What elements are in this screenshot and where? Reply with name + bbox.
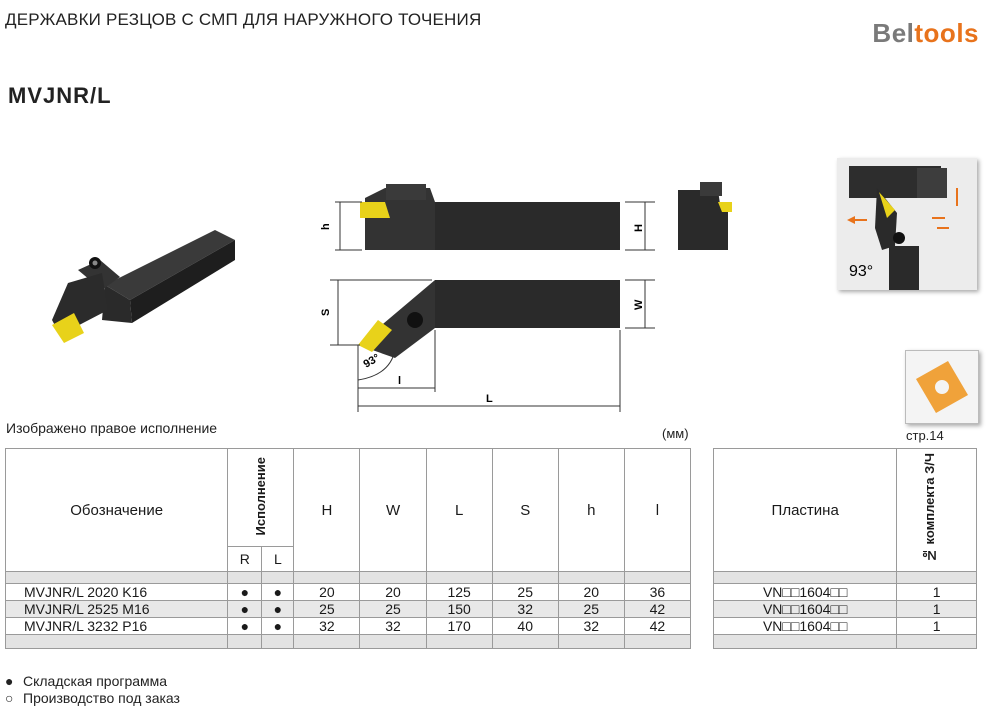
table-row: MVJNR/L 2525 M16 ● ● 25 25 150 32 25 42 [4, 600, 692, 618]
dim-label-h: h [320, 223, 332, 230]
end-view-drawing [678, 182, 732, 250]
page-title: ДЕРЖАВКИ РЕЗЦОВ С СМП ДЛЯ НАРУЖНОГО ТОЧЕ… [5, 10, 482, 29]
page-reference: стр.14 [906, 428, 944, 443]
brand-part-2: tools [914, 18, 979, 48]
insert-table: Пластина № комплекта З/Ч VN□□1604□□ 1 VN… [712, 448, 977, 649]
technical-drawing: h H S W 93° l L [320, 184, 655, 412]
dim-label-l: l [398, 375, 401, 387]
dim-label-W: W [633, 299, 645, 310]
table-row: VN□□1604□□ 1 [712, 600, 977, 618]
header-l: l [623, 448, 692, 572]
legend-order: ○Производство под заказ [5, 690, 180, 706]
dim-label-angle: 93° [362, 352, 382, 371]
cutting-angle-diagram: 93° [837, 158, 977, 290]
header-R: R [227, 546, 263, 572]
header-L-version: L [261, 546, 295, 572]
header-W: W [359, 448, 427, 572]
header-h: h [557, 448, 625, 572]
table-row: VN□□1604□□ 1 [712, 583, 977, 601]
legend-stock: ●Складская программа [5, 673, 168, 689]
dim-label-S: S [320, 309, 332, 316]
units-label: (мм) [662, 426, 689, 441]
header-S: S [491, 448, 559, 572]
dim-label-L: L [486, 393, 493, 405]
header-designation: Обозначение [4, 448, 229, 572]
header-H: H [293, 448, 361, 572]
table-row: MVJNR/L 2020 K16 ● ● 20 20 125 25 20 36 [4, 583, 692, 601]
header-insert: Пластина [712, 448, 898, 572]
info-angle-label: 93° [849, 263, 873, 280]
table-row: MVJNR/L 3232 P16 ● ● 32 32 170 40 32 42 [4, 617, 692, 635]
brand-logo: Beltools [872, 18, 979, 49]
header-kit-no: № комплекта З/Ч [896, 448, 977, 572]
insert-image [905, 350, 979, 424]
tool-3d-image [52, 230, 235, 343]
product-code: MVJNR/L [8, 83, 112, 108]
brand-part-1: Bel [872, 18, 915, 48]
dim-label-H: H [633, 224, 645, 232]
header-L: L [425, 448, 493, 572]
table-row: VN□□1604□□ 1 [712, 617, 977, 635]
caption-right-version: Изображено правое исполнение [6, 420, 218, 436]
dimensions-table: Обозначение Исполнение H W L S h l R L M… [4, 448, 692, 649]
header-version: Исполнение [227, 448, 295, 547]
